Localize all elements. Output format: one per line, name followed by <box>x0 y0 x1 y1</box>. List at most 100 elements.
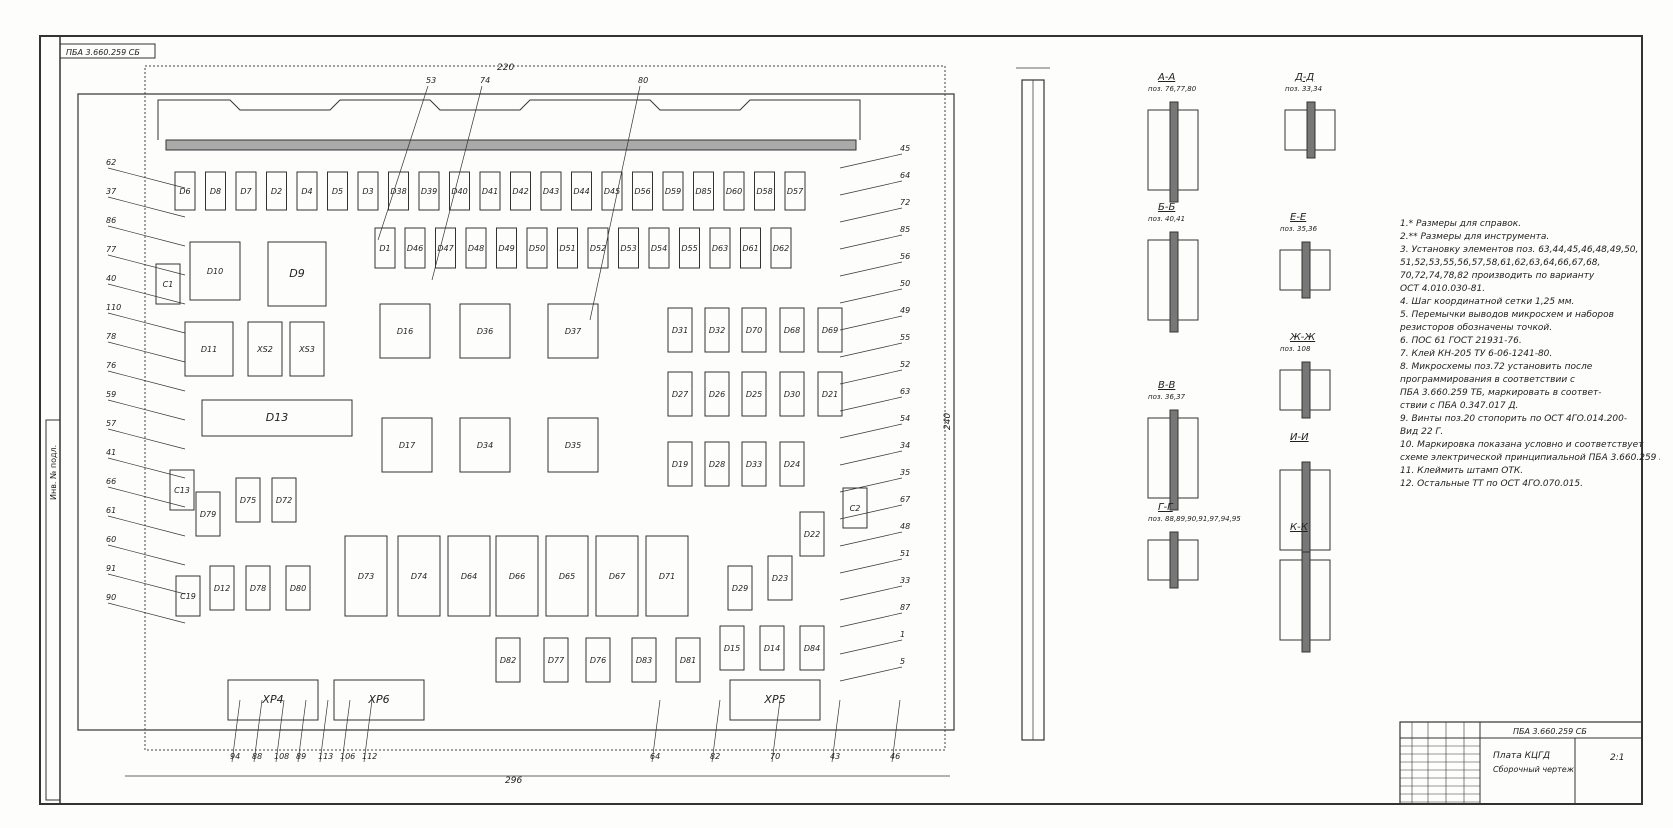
chip-label: D58 <box>756 187 772 196</box>
chip-label: D45 <box>604 187 620 196</box>
chip-label: D31 <box>672 326 688 335</box>
chip-label: XP4 <box>261 693 283 706</box>
svg-text:Ж-Ж: Ж-Ж <box>1289 332 1316 343</box>
svg-text:поз. 108: поз. 108 <box>1280 345 1311 353</box>
ref-56: 56 <box>839 252 910 277</box>
ref-94: 94 <box>230 699 241 763</box>
section-2: Д-Д поз. 33,34 <box>1284 72 1336 159</box>
chip-c2: C2 <box>842 487 868 529</box>
chip-d27: D27 <box>667 371 693 417</box>
ref-85: 85 <box>839 225 910 250</box>
ref-70: 70 <box>770 699 781 763</box>
note-line: 6. ПОС 61 ГОСТ 21931-76. <box>1400 336 1522 346</box>
chip-d8: D8 <box>205 171 226 211</box>
chip-label: D85 <box>695 187 711 196</box>
section-6: Ж-Ж поз. 108 <box>1279 332 1331 419</box>
chip-label: D24 <box>784 460 800 469</box>
svg-text:94: 94 <box>230 752 240 761</box>
section-9: К-К <box>1279 522 1331 653</box>
chip-d44: D44 <box>571 171 592 211</box>
chip-label: D39 <box>421 187 437 196</box>
ref-90: 90 <box>106 593 186 624</box>
chip-d17: D17 <box>381 417 433 473</box>
chip-label: D4 <box>301 187 312 196</box>
chip-d46: D46 <box>404 227 426 269</box>
svg-text:52: 52 <box>900 360 910 369</box>
chip-d74: D74 <box>397 535 441 617</box>
chip-label: D56 <box>634 187 650 196</box>
svg-text:72: 72 <box>900 198 910 207</box>
chip-label: D57 <box>787 187 804 196</box>
note-line: 12. Остальные ТТ по ОСТ 4ГО.070.015. <box>1400 479 1584 489</box>
chip-d70: D70 <box>741 307 767 353</box>
chip-d57: D57 <box>784 171 806 211</box>
side-stamp-box <box>45 419 61 801</box>
chip-label: D17 <box>399 441 416 450</box>
chip-label: D7 <box>240 187 252 196</box>
ref-106: 106 <box>340 699 355 763</box>
svg-text:63: 63 <box>900 387 910 396</box>
chip-label: D48 <box>468 244 484 253</box>
chip-label: D6 <box>179 187 190 196</box>
chip-d42: D42 <box>510 171 531 211</box>
chip-d2: D2 <box>266 171 287 211</box>
svg-text:87: 87 <box>900 603 911 612</box>
chip-d36: D36 <box>459 303 511 359</box>
chip-d41: D41 <box>479 171 501 211</box>
chip-d33: D33 <box>741 441 767 487</box>
note-line: 51,52,53,55,56,57,58,61,62,63,64,66,67,6… <box>1400 258 1601 268</box>
ref-35: 35 <box>839 468 910 493</box>
chip-label: D68 <box>784 326 800 335</box>
svg-text:90: 90 <box>106 593 116 602</box>
chip-label: D30 <box>784 390 800 399</box>
chip-d51: D51 <box>557 227 578 269</box>
side-stamp: Инв. № подл. <box>49 445 58 500</box>
svg-text:110: 110 <box>106 303 121 312</box>
chip-d69: D69 <box>817 307 843 353</box>
ref-59: 59 <box>106 390 186 421</box>
chip-label: D52 <box>590 244 606 253</box>
chip-label: D54 <box>651 244 667 253</box>
chip-d4: D4 <box>296 171 318 211</box>
chip-d65: D65 <box>545 535 589 617</box>
ref-55: 55 <box>839 333 910 358</box>
note-line: 10. Маркировка показана условно и соотве… <box>1400 440 1644 450</box>
note-line: ПБА 3.660.259 ТБ, маркировать в соответ- <box>1400 388 1602 398</box>
chip-label: D67 <box>609 572 626 581</box>
note-line: ствии с ПБА 0.347.017 Д. <box>1400 401 1519 411</box>
ref-54: 54 <box>839 414 910 439</box>
ref-40: 40 <box>106 274 186 305</box>
chip-label: D42 <box>512 187 528 196</box>
chip-label: D84 <box>804 644 820 653</box>
chip-d34: D34 <box>459 417 511 473</box>
ref-41: 41 <box>106 448 186 479</box>
ref-67: 67 <box>839 495 911 520</box>
svg-text:Д-Д: Д-Д <box>1294 72 1314 83</box>
svg-text:48: 48 <box>900 522 910 531</box>
svg-text:поз. 33,34: поз. 33,34 <box>1285 85 1322 93</box>
chip-xs2: XS2 <box>247 321 283 377</box>
chip-label: D14 <box>764 644 780 653</box>
chip-d68: D68 <box>779 307 805 353</box>
chip-label: C13 <box>174 486 190 495</box>
chip-label: D64 <box>461 572 477 581</box>
title-sheet: 2:1 <box>1610 753 1624 763</box>
ref-53: 53 <box>377 76 436 241</box>
chip-d25: D25 <box>741 371 767 417</box>
chip-d79: D79 <box>195 491 221 537</box>
chip-label: D36 <box>477 327 493 336</box>
chip-d53: D53 <box>618 227 639 269</box>
ref-57: 57 <box>106 419 186 450</box>
chip-d45: D45 <box>601 171 623 211</box>
svg-text:К-К: К-К <box>1290 522 1309 533</box>
ref-34: 34 <box>839 441 910 466</box>
svg-text:91: 91 <box>106 564 116 573</box>
chip-label: D28 <box>709 460 725 469</box>
reference-layer: 6237867740110787659574166616091904564728… <box>106 76 911 763</box>
chip-d28: D28 <box>704 441 730 487</box>
chip-d6: D6 <box>174 171 196 211</box>
chip-label: D63 <box>712 244 728 253</box>
chip-d71: D71 <box>645 535 689 617</box>
chip-label: XS3 <box>298 345 315 354</box>
